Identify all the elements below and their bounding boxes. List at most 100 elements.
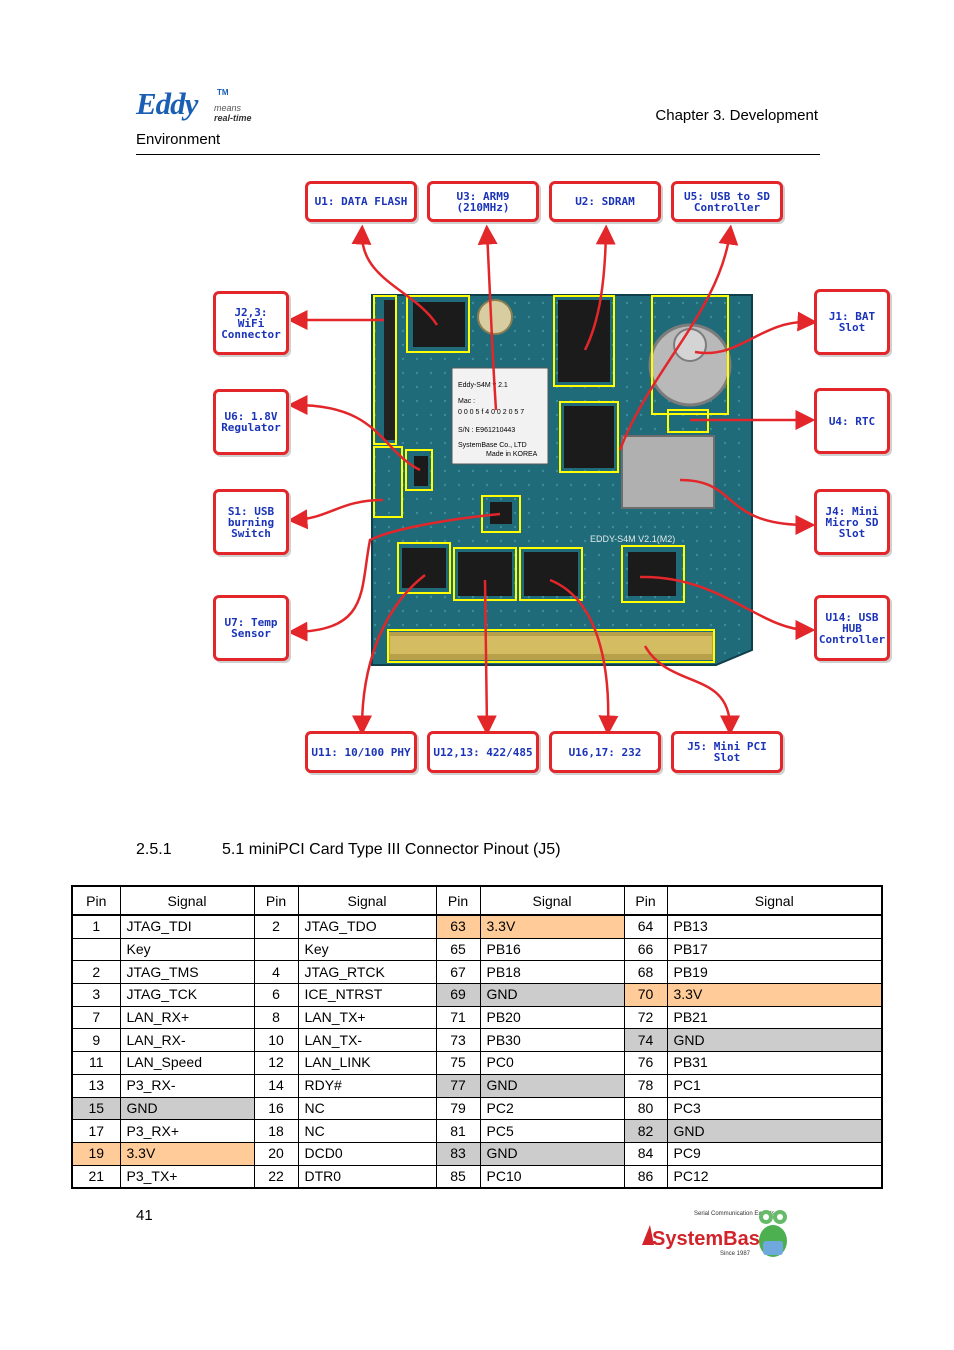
- pin-cell: 76: [623, 1051, 668, 1075]
- callout-u1-data-flash: U1: DATA FLASH: [305, 181, 417, 222]
- header-signal: Signal: [479, 885, 625, 916]
- signal-cell: Key: [119, 937, 255, 962]
- logo-name: Eddy: [136, 86, 198, 121]
- signal-cell: PB21: [666, 1005, 883, 1030]
- pin-cell: 2: [71, 960, 121, 985]
- pin-cell: 8: [253, 1005, 299, 1030]
- header-pin: Pin: [253, 885, 299, 916]
- pin-cell: 7: [71, 1005, 121, 1030]
- pin-cell: 6: [253, 983, 299, 1007]
- callout-u4-rtc: U4: RTC: [814, 388, 890, 454]
- signal-cell: JTAG_RTCK: [297, 960, 437, 985]
- pin-cell: 21: [71, 1164, 121, 1189]
- callout-j4-microsd: J4: Mini Micro SD Slot: [814, 489, 890, 555]
- signal-cell: PC1: [666, 1073, 883, 1098]
- battery-slot: [648, 323, 732, 407]
- sticker-line4: S/N : E961210443: [458, 427, 515, 434]
- pin-cell: 86: [623, 1164, 668, 1189]
- page-number: 41: [136, 1207, 153, 1224]
- highlight-boxes: [373, 295, 729, 663]
- signal-cell: PB30: [479, 1028, 625, 1053]
- pin-cell: 64: [623, 914, 668, 939]
- sd-slot: [621, 435, 715, 509]
- sticker-line5: SystemBase Co., LTD: [458, 442, 527, 449]
- signal-cell: ICE_NTRST: [297, 983, 437, 1007]
- header-signal: Signal: [666, 885, 883, 916]
- sticker-line2: Mac :: [458, 398, 475, 405]
- pin-cell: 15: [71, 1096, 121, 1121]
- signal-cell: JTAG_TMS: [119, 960, 255, 985]
- callout-u5-usb-sd: U5: USB to SD Controller: [671, 181, 783, 222]
- signal-cell: PC9: [666, 1141, 883, 1166]
- chip-u6: [414, 456, 428, 486]
- pin-cell: 10: [253, 1028, 299, 1053]
- signal-cell: DCD0: [297, 1141, 437, 1166]
- header-pin: Pin: [435, 885, 481, 916]
- mount-hole: [477, 299, 513, 335]
- header-signal: Signal: [119, 885, 255, 916]
- pin-cell: 82: [623, 1119, 668, 1143]
- pin-cell: 74: [623, 1028, 668, 1053]
- pin-cell: 9: [71, 1028, 121, 1053]
- pin-cell: 20: [253, 1141, 299, 1166]
- callout-u7-temp: U7: Temp Sensor: [213, 595, 289, 661]
- callout-u1213-422-485: U12,13: 422/485: [427, 731, 539, 773]
- table-header-row: Pin Signal Pin Signal Pin Signal Pin Sig…: [71, 885, 883, 916]
- pin-cell: 71: [435, 1005, 481, 1030]
- signal-cell: GND: [666, 1119, 883, 1143]
- chip-u16: [524, 552, 578, 596]
- frog-mascot-icon: [759, 1210, 787, 1257]
- header-pin: Pin: [71, 885, 121, 916]
- pin-cell: 70: [623, 983, 668, 1007]
- signal-cell: 3.3V: [119, 1141, 255, 1166]
- pinout-table: Pin Signal Pin Signal Pin Signal Pin Sig…: [71, 885, 883, 1190]
- pin-cell: 72: [623, 1005, 668, 1030]
- signal-cell: JTAG_TDO: [297, 914, 437, 939]
- callout-j1-bat: J1: BAT Slot: [814, 289, 890, 355]
- signal-cell: 3.3V: [479, 914, 625, 939]
- signal-cell: GND: [666, 1028, 883, 1053]
- logo-since: Since 1987: [720, 1251, 751, 1257]
- signal-cell: LAN_LINK: [297, 1051, 437, 1075]
- signal-cell: PB19: [666, 960, 883, 985]
- signal-cell: PC2: [479, 1096, 625, 1121]
- signal-cell: PB20: [479, 1005, 625, 1030]
- wifi-connector: [384, 300, 396, 440]
- signal-cell: GND: [479, 1141, 625, 1166]
- signal-cell: P3_RX+: [119, 1119, 255, 1143]
- pin-cell: 66: [623, 937, 668, 962]
- logo-tagline-1: means: [214, 103, 242, 113]
- pin-cell: 14: [253, 1073, 299, 1098]
- signal-cell: NC: [297, 1119, 437, 1143]
- signal-cell: RDY#: [297, 1073, 437, 1098]
- section-title: 5.1 miniPCI Card Type III Connector Pino…: [222, 841, 561, 858]
- chip-u14: [628, 552, 676, 596]
- logo-mark-icon: [642, 1225, 654, 1245]
- sticker-line1: Eddy-S4M v 2.1: [458, 382, 508, 389]
- signal-cell: JTAG_TDI: [119, 914, 255, 939]
- signal-cell: PB18: [479, 960, 625, 985]
- logo-company: SystemBase: [652, 1228, 771, 1250]
- pin-cell: 3: [71, 983, 121, 1007]
- signal-cell: LAN_RX-: [119, 1028, 255, 1053]
- signal-cell: P3_RX-: [119, 1073, 255, 1098]
- chip-u11: [402, 548, 446, 588]
- header-rule: [136, 154, 820, 155]
- callout-u14-usb-hub: U14: USB HUB Controller: [814, 595, 890, 661]
- chapter-title: Chapter 3. Development: [655, 107, 818, 124]
- callout-u1617-232: U16,17: 232: [549, 731, 661, 773]
- callout-j23-wifi: J2,3: WiFi Connector: [213, 291, 289, 355]
- chapter-subtitle: Environment: [136, 131, 221, 148]
- pin-cell: 68: [623, 960, 668, 985]
- pin-cell: 75: [435, 1051, 481, 1075]
- signal-cell: 3.3V: [666, 983, 883, 1007]
- pin-cell: 13: [71, 1073, 121, 1098]
- pin-cell: 4: [253, 960, 299, 985]
